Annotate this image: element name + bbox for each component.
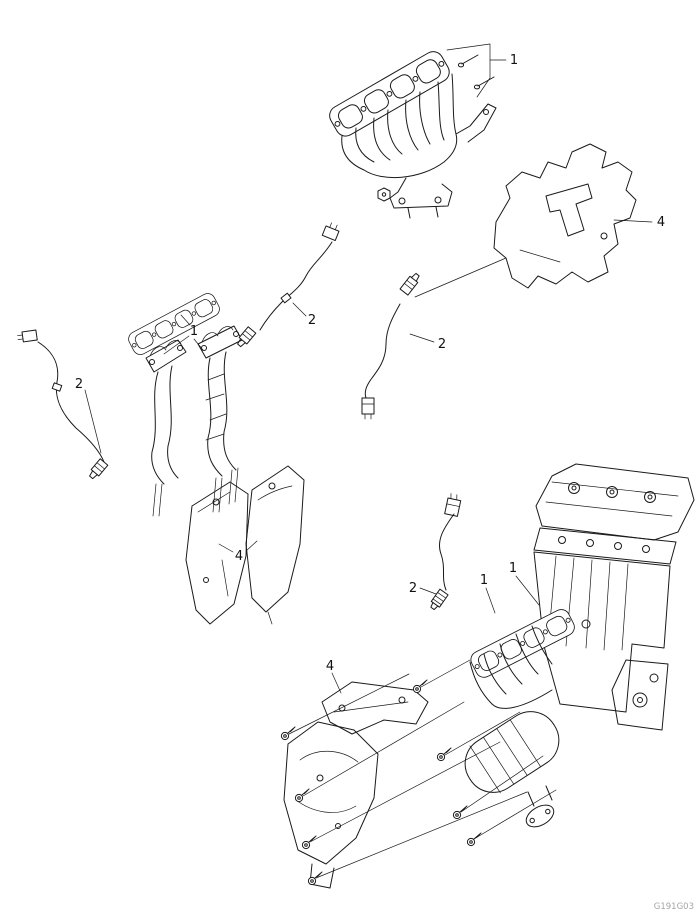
oxygen-sensor-left xyxy=(17,329,109,480)
top-heat-shield xyxy=(493,143,637,289)
callout-2-left: 2 xyxy=(75,377,83,392)
bolt xyxy=(412,679,428,694)
cylinder-head xyxy=(533,527,677,565)
mid-heat-shield-left xyxy=(185,481,249,625)
bolt xyxy=(301,835,317,850)
lower-manifold-catalyst xyxy=(464,625,560,828)
lower-heat-shield xyxy=(283,721,379,889)
outlet-flange xyxy=(525,804,555,828)
mid-exhaust-gasket xyxy=(125,290,223,358)
callout-4-lower-shield: 4 xyxy=(326,659,334,674)
downpipe-flange xyxy=(389,177,453,219)
figure-id-code: G191G03 xyxy=(654,902,694,912)
oxygen-sensor-upper xyxy=(237,222,340,348)
bolt xyxy=(466,832,482,847)
callout-1-lower-a: 1 xyxy=(480,573,488,588)
heat-shield-emboss xyxy=(545,183,593,237)
callout-2-mid-upper: 2 xyxy=(308,313,316,328)
manifold-studs xyxy=(457,54,495,90)
engine-block xyxy=(533,463,695,731)
block-bracket xyxy=(611,659,669,731)
mid-manifold-right xyxy=(197,325,243,513)
fastener-bolts xyxy=(280,679,482,886)
manifold-bracket xyxy=(455,103,497,143)
lower-exhaust-gasket xyxy=(467,606,578,681)
top-exhaust-gasket xyxy=(325,47,454,141)
oxygen-sensor-lower xyxy=(430,493,462,611)
callout-2-mid-right: 2 xyxy=(438,337,446,352)
bolt xyxy=(280,726,296,741)
callout-1-lower-b: 1 xyxy=(509,561,517,576)
callout-1-mid: 1 xyxy=(190,324,198,339)
valve-cover xyxy=(535,463,695,541)
bolt xyxy=(307,871,323,886)
callout-4-mid-shields: 4 xyxy=(235,549,243,564)
bolt xyxy=(452,805,468,820)
mid-manifold-left xyxy=(145,339,187,517)
callout-2-lower: 2 xyxy=(409,581,417,596)
callout-1-top: 1 xyxy=(510,53,518,68)
flange-nut xyxy=(377,187,391,202)
catalytic-converter xyxy=(464,711,560,794)
leader-lines xyxy=(84,43,653,879)
top-exhaust-manifold xyxy=(341,73,497,219)
bolt xyxy=(294,788,310,803)
bolt xyxy=(436,747,452,762)
oxygen-sensor-right xyxy=(361,272,420,420)
callout-4-top-shield: 4 xyxy=(657,215,665,230)
mid-heat-shield-right xyxy=(245,465,305,625)
